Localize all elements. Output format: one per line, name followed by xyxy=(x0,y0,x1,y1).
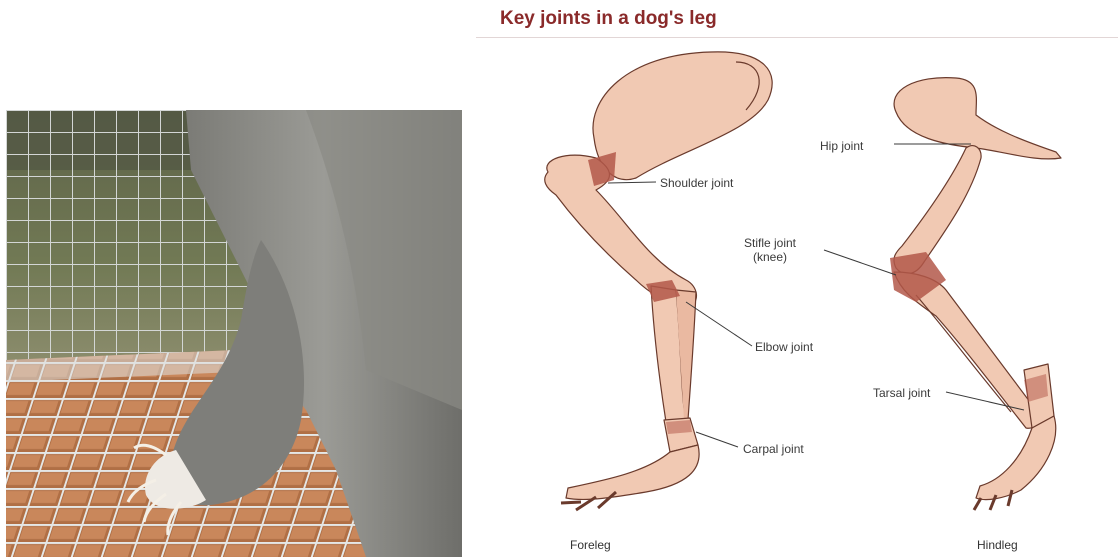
foreleg-paw-bones xyxy=(566,445,699,499)
label-hindleg: Hindleg xyxy=(977,538,1018,552)
label-stifle-line2: (knee) xyxy=(753,250,787,264)
carpal-leader xyxy=(696,432,738,447)
carpal-joint-mark xyxy=(666,420,692,434)
diagram-title: Key joints in a dog's leg xyxy=(500,8,717,30)
hindleg-paw-bones xyxy=(976,416,1056,500)
foreleg-scapula xyxy=(593,52,772,180)
label-carpal-joint: Carpal joint xyxy=(743,442,804,456)
hindleg-pelvis xyxy=(894,78,1061,159)
leg-skeleton-diagram xyxy=(476,40,1118,557)
hindleg-femur xyxy=(894,146,981,274)
dog-paw-photo xyxy=(6,110,462,557)
shoulder-leader xyxy=(608,182,656,183)
label-stifle-line1: Stifle joint xyxy=(744,236,796,250)
title-divider xyxy=(476,37,1118,38)
label-foreleg: Foreleg xyxy=(570,538,611,552)
label-hip-joint: Hip joint xyxy=(820,139,863,153)
label-elbow-joint: Elbow joint xyxy=(755,340,813,354)
label-shoulder-joint: Shoulder joint xyxy=(660,176,733,190)
elbow-leader xyxy=(686,302,752,346)
stifle-leader xyxy=(824,250,896,275)
label-stifle-joint: Stifle joint (knee) xyxy=(718,236,822,264)
label-tarsal-joint: Tarsal joint xyxy=(873,386,930,400)
